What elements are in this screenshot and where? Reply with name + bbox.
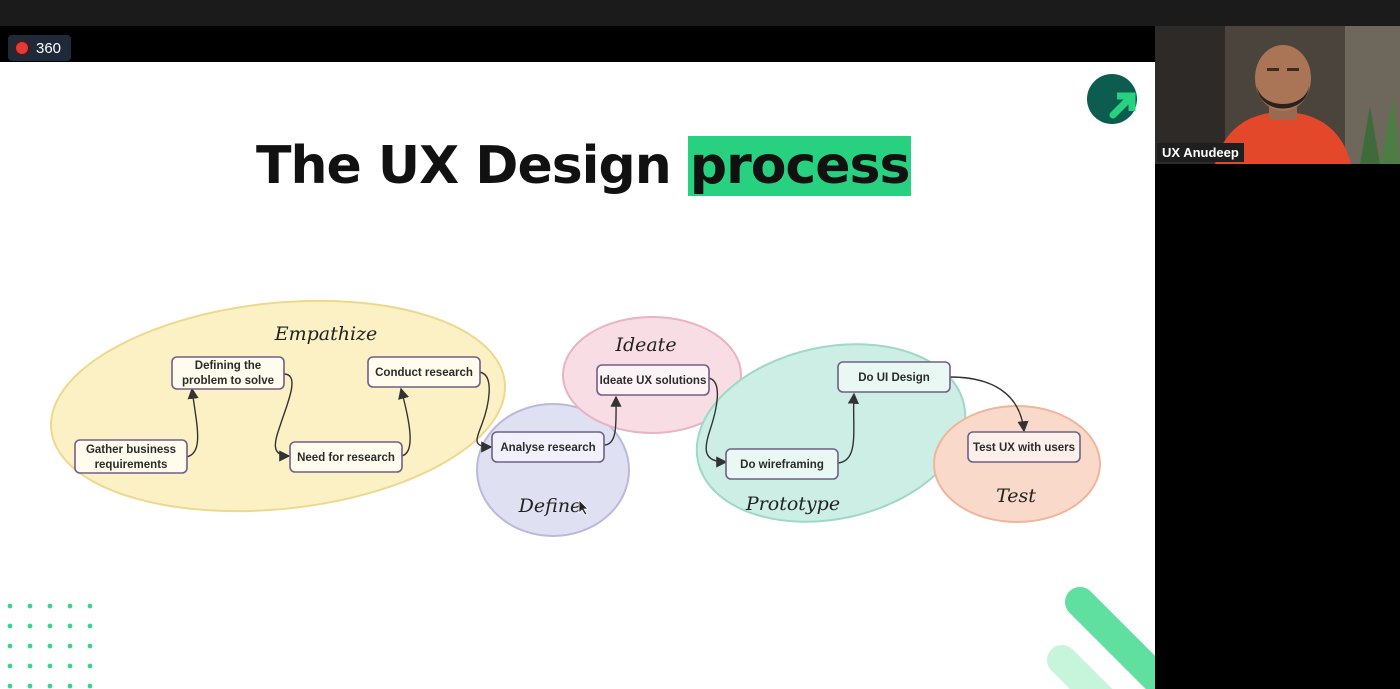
connector-defining-to-need: [274, 373, 293, 462]
decorative-stripes: [1047, 587, 1155, 689]
connector-gather-to-defining: [185, 387, 199, 458]
recording-label: 360: [36, 39, 62, 57]
presentation-slide: The UX Design process Empathize Ideate D…: [0, 62, 1155, 689]
slide-title-main: The UX Design: [256, 136, 688, 196]
step-label-defining-line2: problem to solve: [182, 375, 274, 387]
top-toolbar: [0, 0, 1400, 26]
step-label-need-research: Need for research: [297, 452, 395, 464]
participant-video-tile[interactable]: UX Anudeep: [1155, 26, 1400, 164]
step-box-defining: [171, 356, 285, 390]
step-label-analyse-research: Analyse research: [500, 442, 595, 454]
step-label-gather-line1: Gather business: [86, 444, 176, 456]
slide-title: The UX Design process: [256, 136, 912, 196]
test-stage-label: Test: [996, 485, 1036, 507]
step-label-gather-line2: requirements: [95, 459, 168, 471]
connector-need-to-conduct: [398, 387, 411, 457]
define-stage-label: Define: [518, 495, 582, 517]
record-dot-icon: [16, 42, 28, 54]
participant-name-label: UX Anudeep: [1157, 143, 1244, 162]
step-box-ideate-solutions: [596, 364, 710, 396]
prototype-stage-label: Prototype: [745, 493, 840, 515]
step-label-test-users: Test UX with users: [973, 442, 1075, 454]
empathize-stage-label: Empathize: [274, 323, 378, 345]
connector-analyse-to-ideate: [603, 395, 622, 446]
brand-logo-icon: [1087, 74, 1137, 124]
step-box-wireframing: [725, 448, 839, 480]
ideate-stage-label: Ideate: [614, 334, 676, 356]
step-box-conduct-research: [367, 356, 481, 388]
step-label-ui-design: Do UI Design: [858, 372, 930, 384]
decorative-dot-grid: [7, 603, 93, 689]
ux-process-diagram: Empathize Ideate Define Prototype Test: [49, 299, 1101, 537]
empathize-stage-ellipse: [49, 299, 507, 513]
step-label-wireframing: Do wireframing: [740, 459, 824, 471]
slide-title-highlight: process: [687, 136, 912, 196]
step-label-defining-line1: Defining the: [195, 360, 261, 372]
connector-conduct-to-analyse: [476, 371, 493, 453]
step-box-gather: [74, 439, 188, 474]
connector-ui-to-test: [949, 376, 1029, 433]
mouse-cursor-icon: [578, 499, 589, 516]
step-box-need-research: [289, 441, 403, 473]
recording-indicator[interactable]: 360: [8, 35, 72, 61]
connector-ideate-to-wireframing: [705, 377, 728, 468]
step-box-analyse-research: [491, 431, 605, 463]
step-box-test-users: [967, 431, 1081, 463]
step-label-conduct-research: Conduct research: [375, 367, 473, 379]
connector-wireframing-to-ui: [837, 392, 859, 464]
participant-video: [1155, 26, 1400, 164]
step-label-ideate-solutions: Ideate UX solutions: [600, 375, 707, 387]
step-box-ui-design: [837, 361, 951, 393]
